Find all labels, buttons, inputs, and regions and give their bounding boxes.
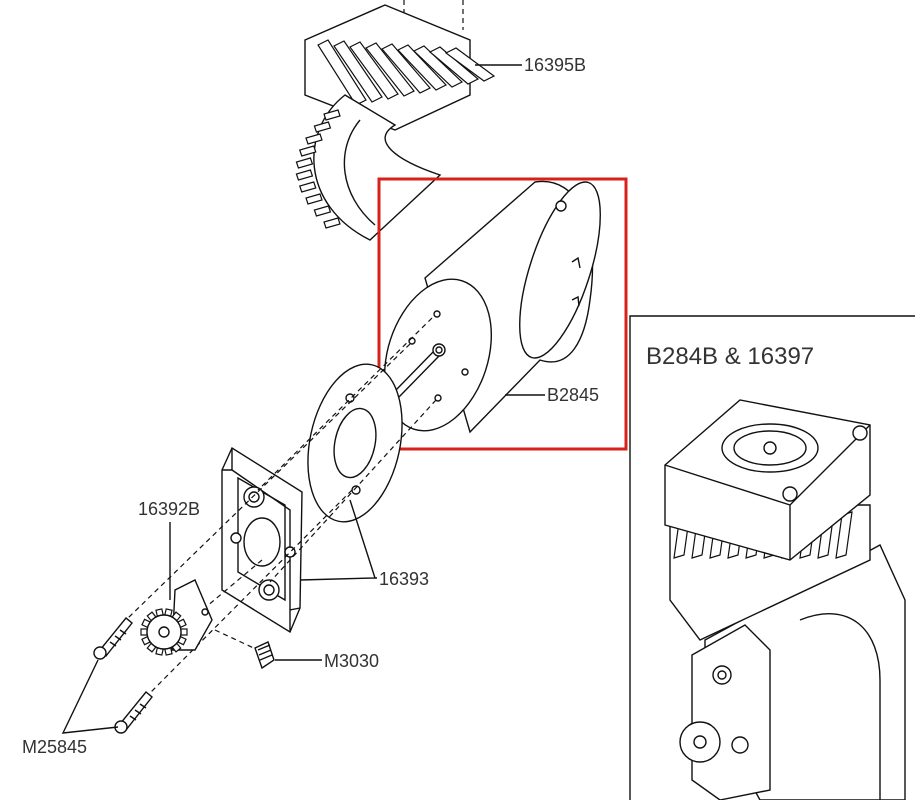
motor-mount-part <box>221 446 303 634</box>
heatsink-fin <box>412 45 464 88</box>
motor-highlight-box <box>377 177 628 451</box>
assembly-guide-lines <box>127 317 437 696</box>
heatsink-fin <box>305 193 323 205</box>
heatsink-fin <box>381 43 431 94</box>
mount-leader <box>299 499 377 581</box>
heatsink-part <box>295 0 496 241</box>
inset-title: B284B & 16397 <box>646 343 814 370</box>
pinion-part <box>140 579 213 656</box>
heatsink-fin <box>313 121 332 133</box>
heatsink-fin <box>397 44 447 91</box>
heatsink-fin <box>305 133 323 145</box>
motor-label: B2845 <box>547 385 599 405</box>
motor-part <box>383 180 601 434</box>
heatsink-fin <box>295 157 314 169</box>
pinion-label: 16392B <box>138 499 200 519</box>
heatsink-fin <box>313 205 332 217</box>
heatsink-fin <box>365 42 415 97</box>
heatsink-fin <box>444 47 496 82</box>
pinion-tooth <box>140 628 148 636</box>
motor-plate-part <box>307 363 403 523</box>
heatsink-fin <box>298 145 317 157</box>
set-screw-label: M3030 <box>324 651 379 671</box>
screws-leader <box>61 659 119 734</box>
inset-panel: B284B & 16397 <box>629 315 915 800</box>
heatsink-fin <box>317 39 367 106</box>
heatsink-label: 16395B <box>524 55 586 75</box>
heatsink-fin <box>323 109 341 121</box>
heatsink-fin <box>333 40 383 103</box>
pinion-tooth <box>180 628 188 636</box>
heatsink-fin <box>295 169 314 181</box>
heatsink-fin <box>323 217 341 229</box>
screws-part <box>93 617 153 734</box>
heatsink-fin <box>298 181 317 193</box>
heatsink-fin <box>428 46 480 85</box>
set-screw-part <box>254 641 275 670</box>
assembled-motor-illustration <box>664 399 906 800</box>
screws-label: M25845 <box>22 737 87 757</box>
mount-label: 16393 <box>379 569 429 589</box>
heatsink-fin <box>349 41 399 100</box>
